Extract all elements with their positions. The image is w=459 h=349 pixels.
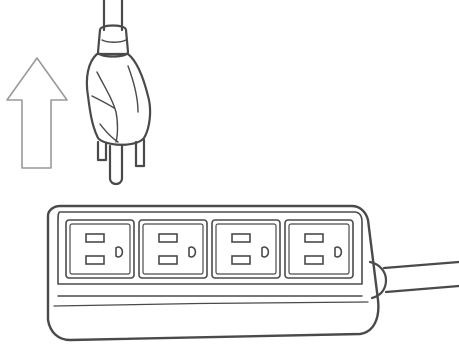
power-strip-icon bbox=[48, 206, 378, 340]
outlet-ground-hole bbox=[189, 247, 195, 257]
outlet-frame bbox=[66, 220, 134, 278]
power-strip-body bbox=[48, 206, 378, 340]
outlet-slot bbox=[232, 256, 250, 264]
strip-cord bbox=[384, 262, 459, 292]
outlet-ground-hole bbox=[262, 247, 268, 257]
plug-prong-left bbox=[98, 142, 106, 160]
outlet-group bbox=[66, 220, 134, 278]
plug-ground-pin bbox=[110, 146, 122, 184]
outlet-group bbox=[285, 220, 353, 278]
outlet-ground-hole bbox=[116, 247, 122, 257]
power-plug-icon bbox=[87, 0, 150, 184]
outlet-slot bbox=[86, 256, 104, 264]
outlet-group bbox=[139, 220, 207, 278]
plug-prong-right bbox=[136, 140, 144, 166]
outlet-frame bbox=[285, 220, 353, 278]
outlet-slot bbox=[159, 234, 177, 242]
outlet-slot bbox=[305, 234, 323, 242]
outlet-slot bbox=[86, 234, 104, 242]
outlet-ground-hole bbox=[335, 247, 341, 257]
outlet-group bbox=[212, 220, 280, 278]
outlet-slot bbox=[159, 256, 177, 264]
outlet-slot bbox=[232, 234, 250, 242]
power-cord-icon bbox=[370, 262, 459, 298]
outlet-frame bbox=[212, 220, 280, 278]
outlet-slot bbox=[305, 256, 323, 264]
up-arrow-icon bbox=[7, 58, 67, 168]
power-strip-top-plate bbox=[58, 212, 362, 284]
plug-body bbox=[87, 54, 150, 145]
outlet-frame bbox=[139, 220, 207, 278]
